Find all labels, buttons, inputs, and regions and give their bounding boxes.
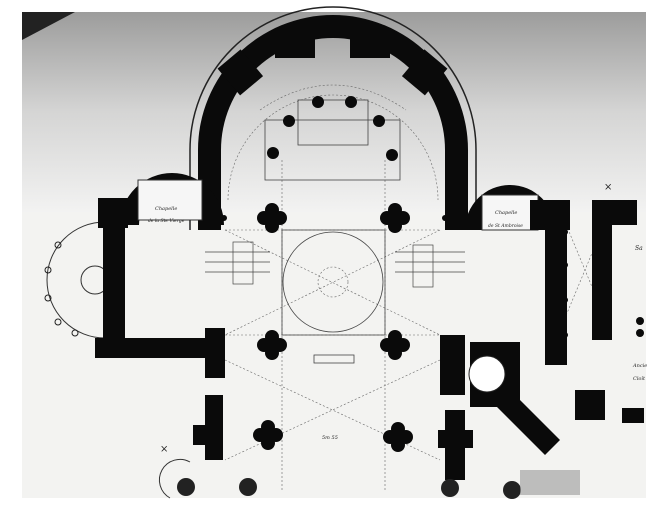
cloister-label-2: Cloît	[633, 375, 646, 382]
wall-columns	[221, 215, 644, 338]
left-rotunda	[46, 221, 106, 339]
crossing-square	[264, 99, 401, 364]
right-chapel-label: Chapelle	[495, 210, 517, 216]
stairs	[205, 241, 465, 288]
spiral-stair	[468, 355, 506, 393]
right-chapel-altar	[481, 194, 539, 231]
shaded-sky-area	[22, 12, 646, 212]
entrance-step	[158, 458, 191, 499]
apse-outer-line	[189, 6, 477, 230]
cross-mark: ×	[604, 182, 612, 193]
right-chapel-sublabel: de St Ambroise	[488, 223, 523, 229]
apse-buttresses	[217, 28, 448, 96]
cross-mark: ×	[160, 444, 168, 455]
entrance-columns	[177, 478, 521, 499]
rotunda-columns	[44, 241, 79, 337]
main-walls	[95, 198, 644, 480]
left-chapel-sublabel: de la Ste Vierge	[148, 218, 185, 224]
corner-mark	[22, 12, 75, 40]
left-chapel-label: Chapelle	[155, 206, 177, 212]
apse-columns	[267, 96, 398, 161]
left-chapel-altar	[137, 179, 203, 221]
right-room-label: Sa	[635, 245, 643, 252]
dimension-label: 5m 55	[322, 435, 338, 441]
shaded-floor-right	[520, 470, 580, 495]
cloister-label-1: Ancie	[632, 363, 647, 369]
